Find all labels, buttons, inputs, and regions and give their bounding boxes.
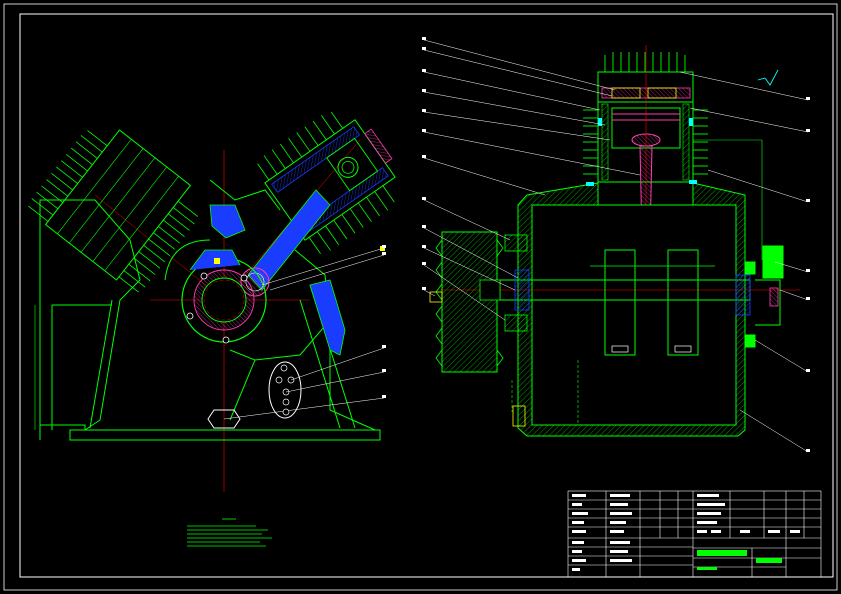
front-view-leaders bbox=[261, 247, 385, 291]
inspection-cover bbox=[268, 347, 385, 419]
drain-plug-hex bbox=[207, 409, 241, 429]
right-housing-section bbox=[309, 279, 346, 356]
crankshaft-bore bbox=[181, 257, 267, 344]
left-housing-section bbox=[209, 204, 246, 239]
weld-symbols bbox=[214, 246, 385, 264]
shaft-bolt bbox=[429, 291, 443, 303]
title-block-text-marks bbox=[572, 494, 800, 571]
cylinder-head-fins bbox=[604, 52, 686, 72]
technical-requirements-note bbox=[187, 518, 272, 547]
side-view-section bbox=[382, 37, 810, 453]
connecting-rod-front bbox=[240, 189, 331, 297]
part-leaders-right bbox=[679, 71, 809, 453]
part-leaders-left bbox=[423, 39, 641, 321]
title-block bbox=[567, 490, 822, 578]
surface-finish-symbol bbox=[757, 69, 779, 86]
left-cylinder bbox=[28, 129, 199, 293]
title-block-fill-marks bbox=[697, 550, 782, 570]
end-cover bbox=[755, 279, 781, 326]
belt-pulley bbox=[435, 231, 504, 373]
seal-markers bbox=[586, 118, 697, 186]
front-view-v-compressor bbox=[28, 111, 396, 492]
main-bearings bbox=[504, 234, 756, 348]
sheet-frame bbox=[3, 3, 838, 591]
right-cylinder-section bbox=[257, 111, 396, 254]
bolt-hole-markers bbox=[186, 272, 248, 344]
part-number-ticks bbox=[382, 37, 810, 452]
crankcase-front bbox=[39, 179, 381, 441]
